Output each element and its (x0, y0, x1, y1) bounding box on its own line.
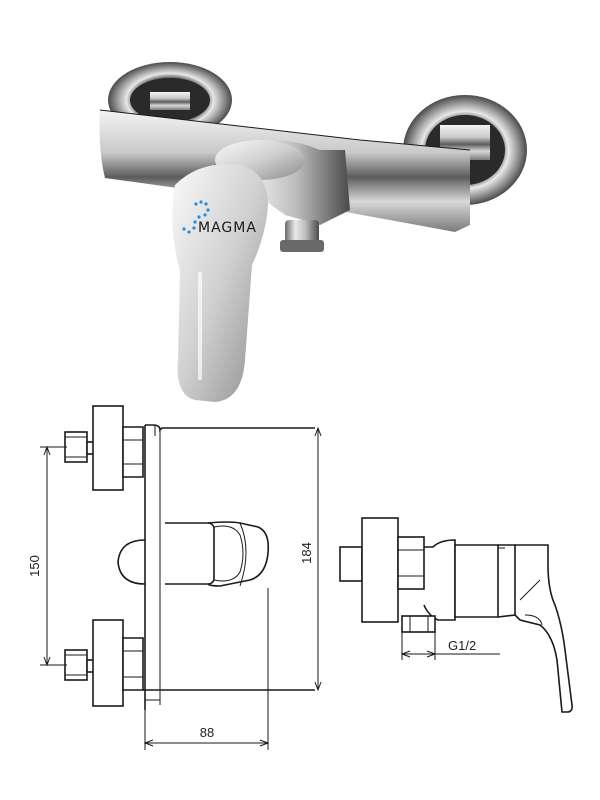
dim-88-label: 88 (200, 725, 214, 740)
logo-dots-icon (182, 200, 210, 234)
dim-150: 150 (27, 445, 67, 667)
dim-184: 184 (299, 426, 322, 692)
cartridge-dome (117, 539, 146, 585)
side-outlet (401, 615, 436, 633)
front-handle (165, 521, 270, 587)
lever-handle (172, 164, 268, 402)
product-photo: MAGMA (99, 62, 527, 402)
dim-88: 88 (143, 588, 270, 750)
bottom-inlet (64, 619, 144, 707)
side-inlet-pipe (339, 546, 363, 582)
dim-184-label: 184 (299, 542, 314, 564)
side-lever (514, 544, 573, 713)
thread-dim-label: G1/2 (448, 638, 476, 653)
shower-outlet (280, 220, 324, 252)
brand-logo: MAGMA (182, 200, 257, 236)
body-plate (143, 424, 315, 710)
dim-150-label: 150 (27, 555, 42, 577)
side-body (423, 539, 516, 621)
side-view-drawing: G1/2 (339, 517, 573, 713)
side-hex-nut (397, 536, 425, 590)
brand-logo-text: MAGMA (198, 220, 257, 236)
front-view-drawing: 150 184 88 (27, 405, 322, 750)
top-inlet (64, 405, 144, 491)
side-rosette (361, 517, 399, 623)
thread-dim: G1/2 (400, 632, 500, 660)
